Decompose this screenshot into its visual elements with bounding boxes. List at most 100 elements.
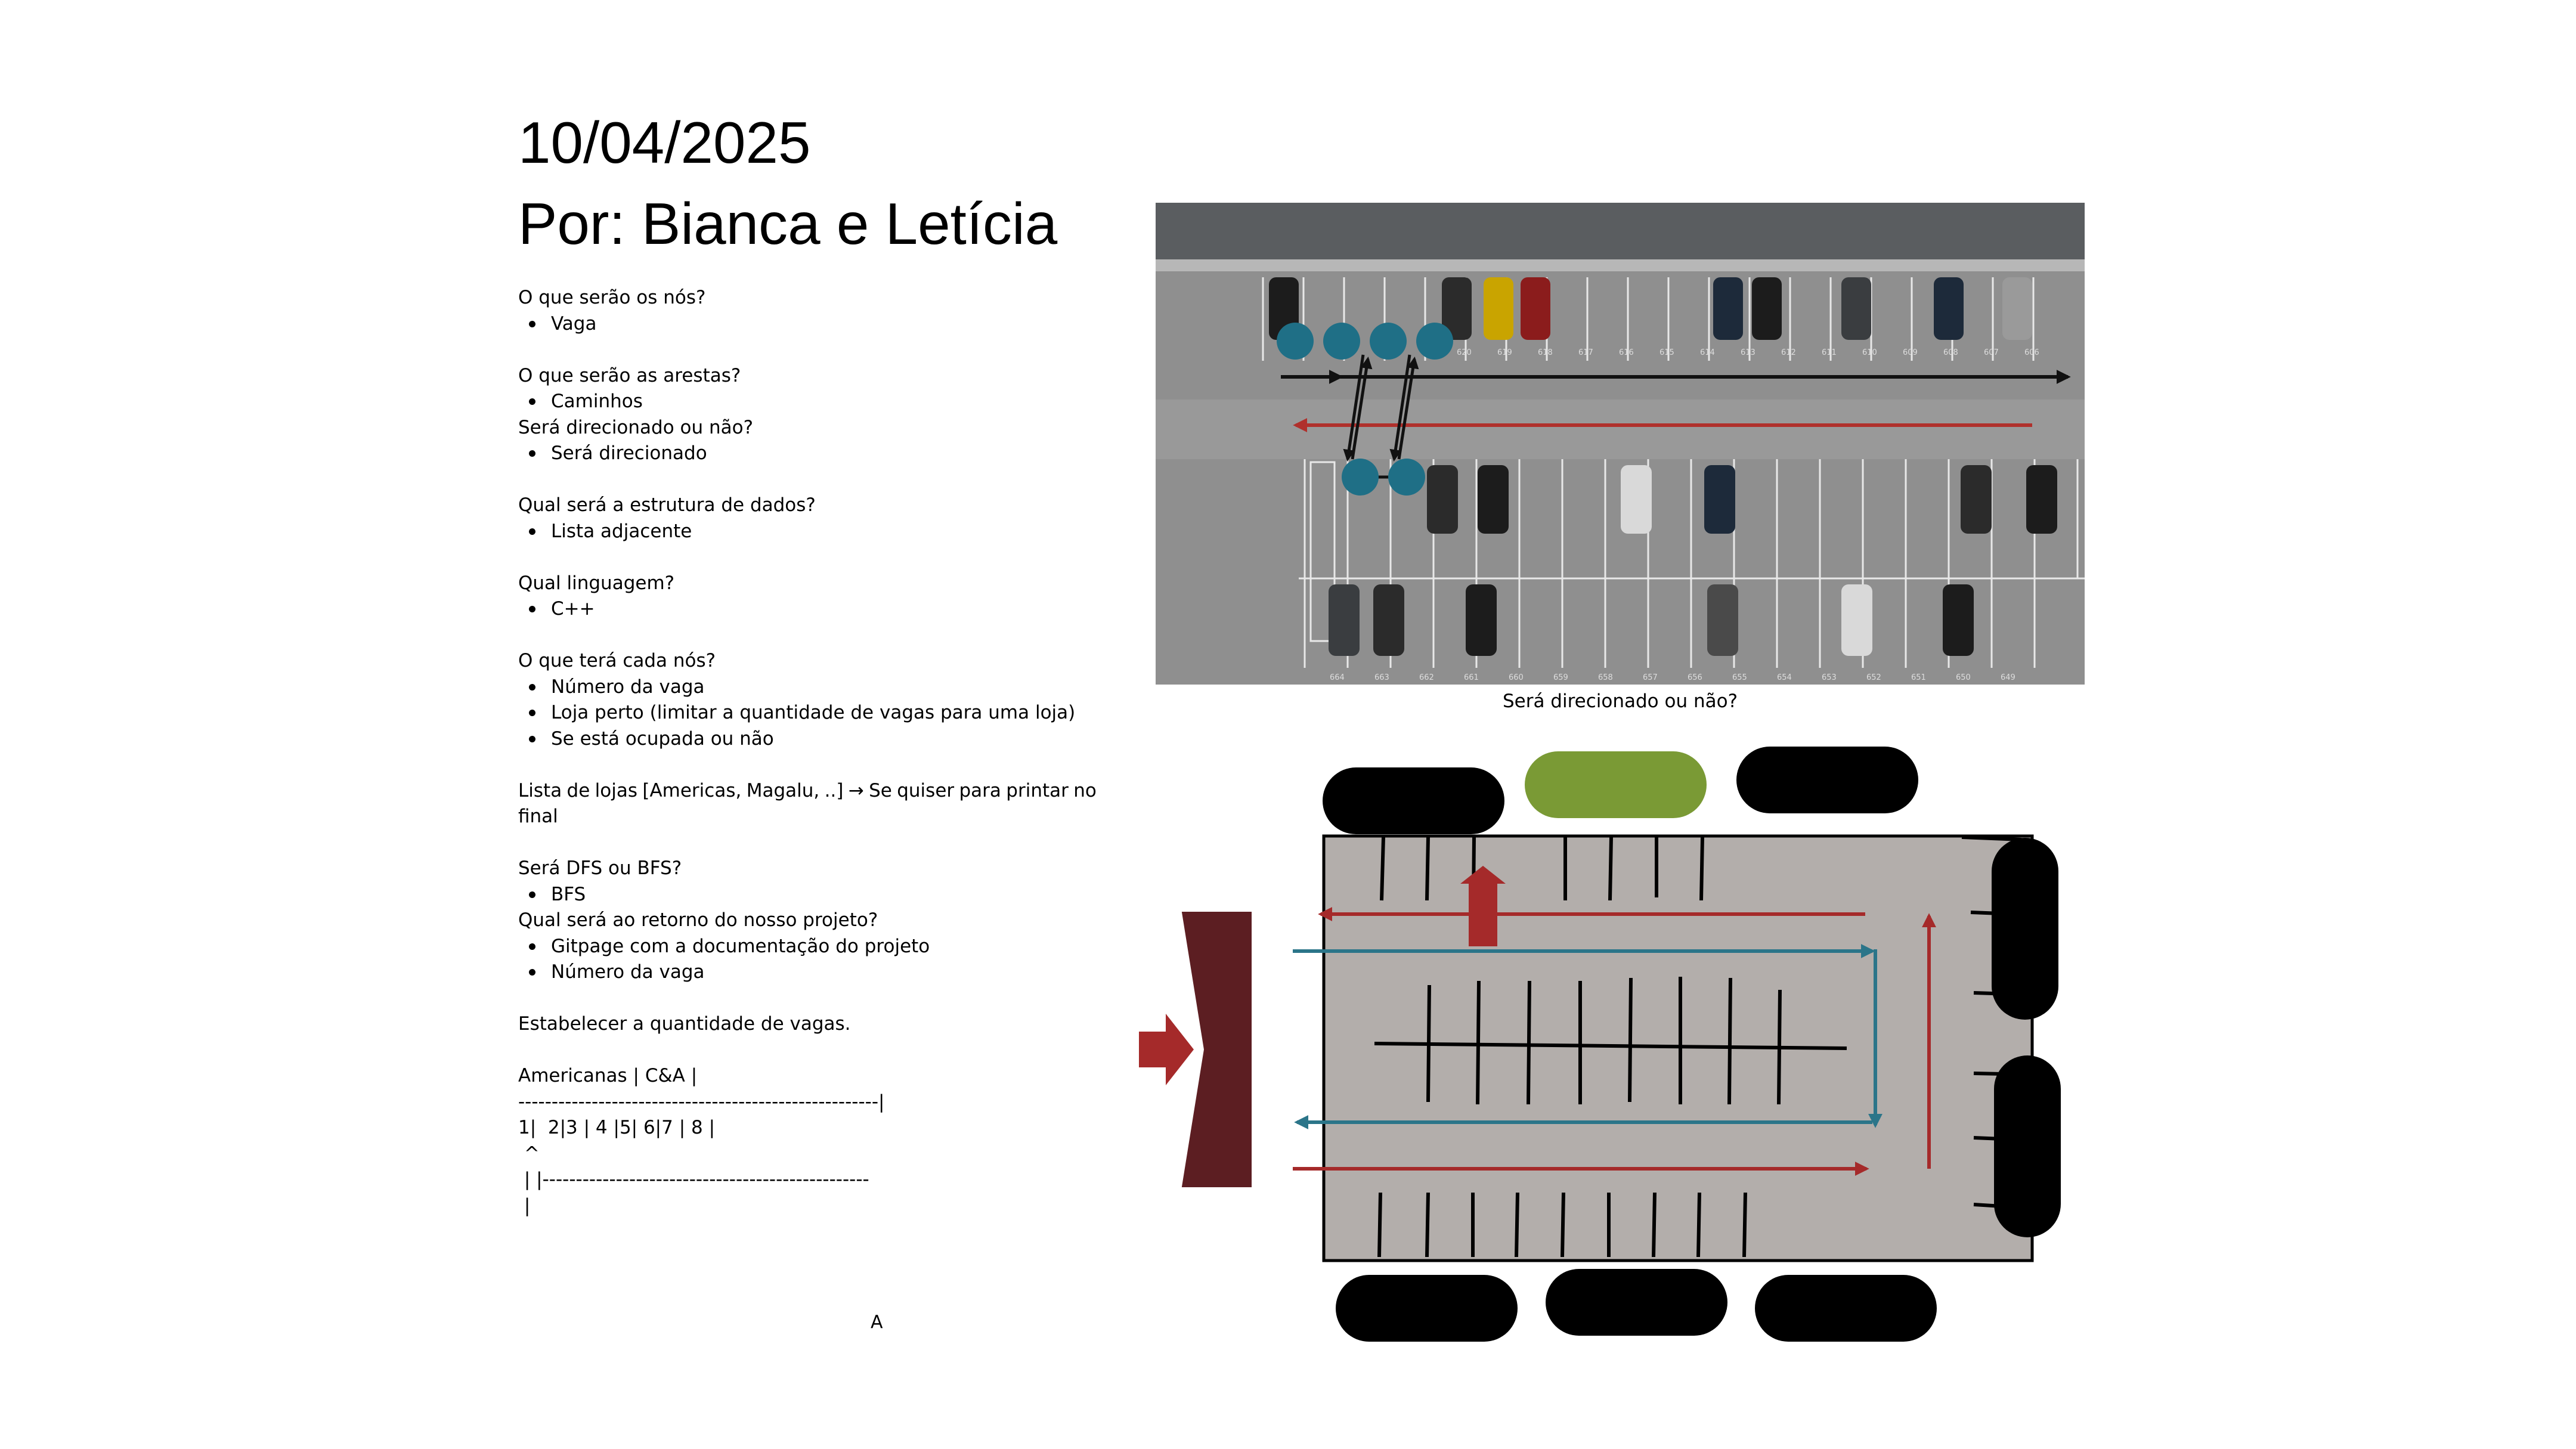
spot-number: 613: [1741, 348, 1755, 357]
parked-car: [1713, 277, 1743, 340]
spot-number: 609: [1903, 348, 1918, 357]
answer-language: C++: [518, 596, 1097, 623]
stores-word: Se: [869, 779, 892, 801]
spot-number: 606: [2024, 348, 2039, 357]
spot-number: 618: [1538, 348, 1553, 357]
spot-number: 664: [1330, 673, 1345, 682]
parked-car: [1373, 584, 1404, 656]
parked-car: [1521, 277, 1550, 340]
parked-car: [1329, 584, 1360, 656]
parking-plan: [1103, 739, 2081, 1354]
stores-word: [Americas,: [642, 779, 742, 801]
spot-number: 651: [1911, 673, 1926, 682]
spot-number: 608: [1943, 348, 1958, 357]
edge-arrow: [1343, 354, 1365, 462]
parked-car: [1752, 277, 1782, 340]
answer-directed: Será direcionado: [518, 441, 1097, 467]
sketch-line: |: [518, 1194, 531, 1216]
store-block: [1736, 747, 1918, 813]
page-footer-mark: A: [871, 1312, 883, 1333]
parked-car: [1427, 465, 1458, 534]
parked-car: [1478, 465, 1509, 534]
answer-return-item: Número da vaga: [518, 959, 1097, 986]
store-block: [1546, 1269, 1727, 1336]
stores-word: printar: [1006, 779, 1069, 801]
spot-number: 607: [1984, 348, 1999, 357]
parking-plan-svg: [1139, 747, 2061, 1342]
spot-number: 610: [1862, 348, 1877, 357]
answer-search: BFS: [518, 882, 1097, 908]
spot-number: 654: [1777, 673, 1792, 682]
question-return: Qual será ao retorno do nosso projeto?: [518, 909, 878, 931]
sketch-line: Americanas | C&A |: [518, 1065, 698, 1086]
edge-arrow: [1351, 357, 1373, 460]
spot-number: 652: [1866, 673, 1881, 682]
graph-node: [1342, 459, 1379, 496]
bottom-stall-lines: [1377, 1192, 1747, 1258]
question-directed: Será direcionado ou não?: [518, 416, 754, 438]
stores-word: de: [566, 779, 590, 801]
answer-nodes: Vaga: [518, 311, 1097, 338]
parked-car: [1934, 277, 1964, 340]
photo-street: [1156, 203, 2085, 262]
sketch-line: ^: [518, 1143, 540, 1165]
graph-node: [1388, 459, 1425, 496]
parked-car: [2026, 465, 2057, 534]
spot-number: 617: [1578, 348, 1593, 357]
notes-body: O que serão os nós? Vaga O que serão as …: [518, 285, 1097, 1219]
spot-number: 611: [1822, 348, 1837, 357]
store-block: [1755, 1275, 1937, 1342]
spot-number: 649: [2001, 673, 2015, 682]
spot-number: 655: [1732, 673, 1747, 682]
spot-number: 659: [1553, 673, 1568, 682]
spot-number: 662: [1419, 673, 1434, 682]
stores-word: no: [1073, 779, 1097, 801]
answer-structure: Lista adjacente: [518, 519, 1097, 545]
store-block: [1323, 767, 1504, 834]
spot-number: 657: [1643, 673, 1658, 682]
graph-node: [1370, 323, 1407, 360]
entrance-gate: [1181, 912, 1252, 1187]
answer-node-content-item: Loja perto (limitar a quantidade de vaga…: [518, 700, 1097, 726]
question-edges: O que serão as arestas?: [518, 364, 741, 386]
page-authors: Por: Bianca e Letícia: [518, 191, 1058, 256]
parked-car: [1621, 465, 1652, 534]
parked-car: [1841, 277, 1871, 340]
spot-number: 656: [1688, 673, 1702, 682]
parked-car: [1961, 465, 1992, 534]
center-stall-lines: [1374, 977, 1847, 1105]
parked-car: [2002, 277, 2032, 340]
spot-number: 619: [1497, 348, 1512, 357]
spot-number: 614: [1700, 348, 1715, 357]
stores-word: Magalu,: [746, 779, 820, 801]
store-block: [1994, 1055, 2061, 1237]
stores-word: →: [848, 779, 864, 801]
answer-edges: Caminhos: [518, 389, 1097, 415]
edge-arrow: [1397, 357, 1419, 460]
spot-number: 658: [1598, 673, 1613, 682]
answer-node-content-item: Se está ocupada ou não: [518, 726, 1097, 753]
quantity-note: Estabelecer a quantidade de vagas.: [518, 1013, 851, 1035]
spot-number: 650: [1956, 673, 1971, 682]
graph-node: [1323, 323, 1360, 360]
stores-word: quiser: [897, 779, 955, 801]
parked-car: [1943, 584, 1974, 656]
spot-number: 663: [1374, 673, 1389, 682]
spot-number: 616: [1619, 348, 1634, 357]
question-structure: Qual será a estrutura de dados?: [518, 494, 816, 516]
stores-line: Lista de lojas [Americas, Magalu, ..] → …: [518, 778, 1097, 804]
store-block: [1992, 838, 2058, 1020]
stores-word: Lista: [518, 779, 562, 801]
parked-car: [1707, 584, 1738, 656]
spot-number: 660: [1509, 673, 1524, 682]
parked-car: [1704, 465, 1735, 534]
graph-node: [1416, 323, 1453, 360]
parked-car: [1466, 584, 1497, 656]
stores-line-end: final: [518, 806, 558, 827]
parked-car: [1442, 277, 1472, 340]
hatched-zone: [1309, 461, 1336, 642]
spot-number: 661: [1464, 673, 1479, 682]
store-block: [1336, 1275, 1518, 1342]
